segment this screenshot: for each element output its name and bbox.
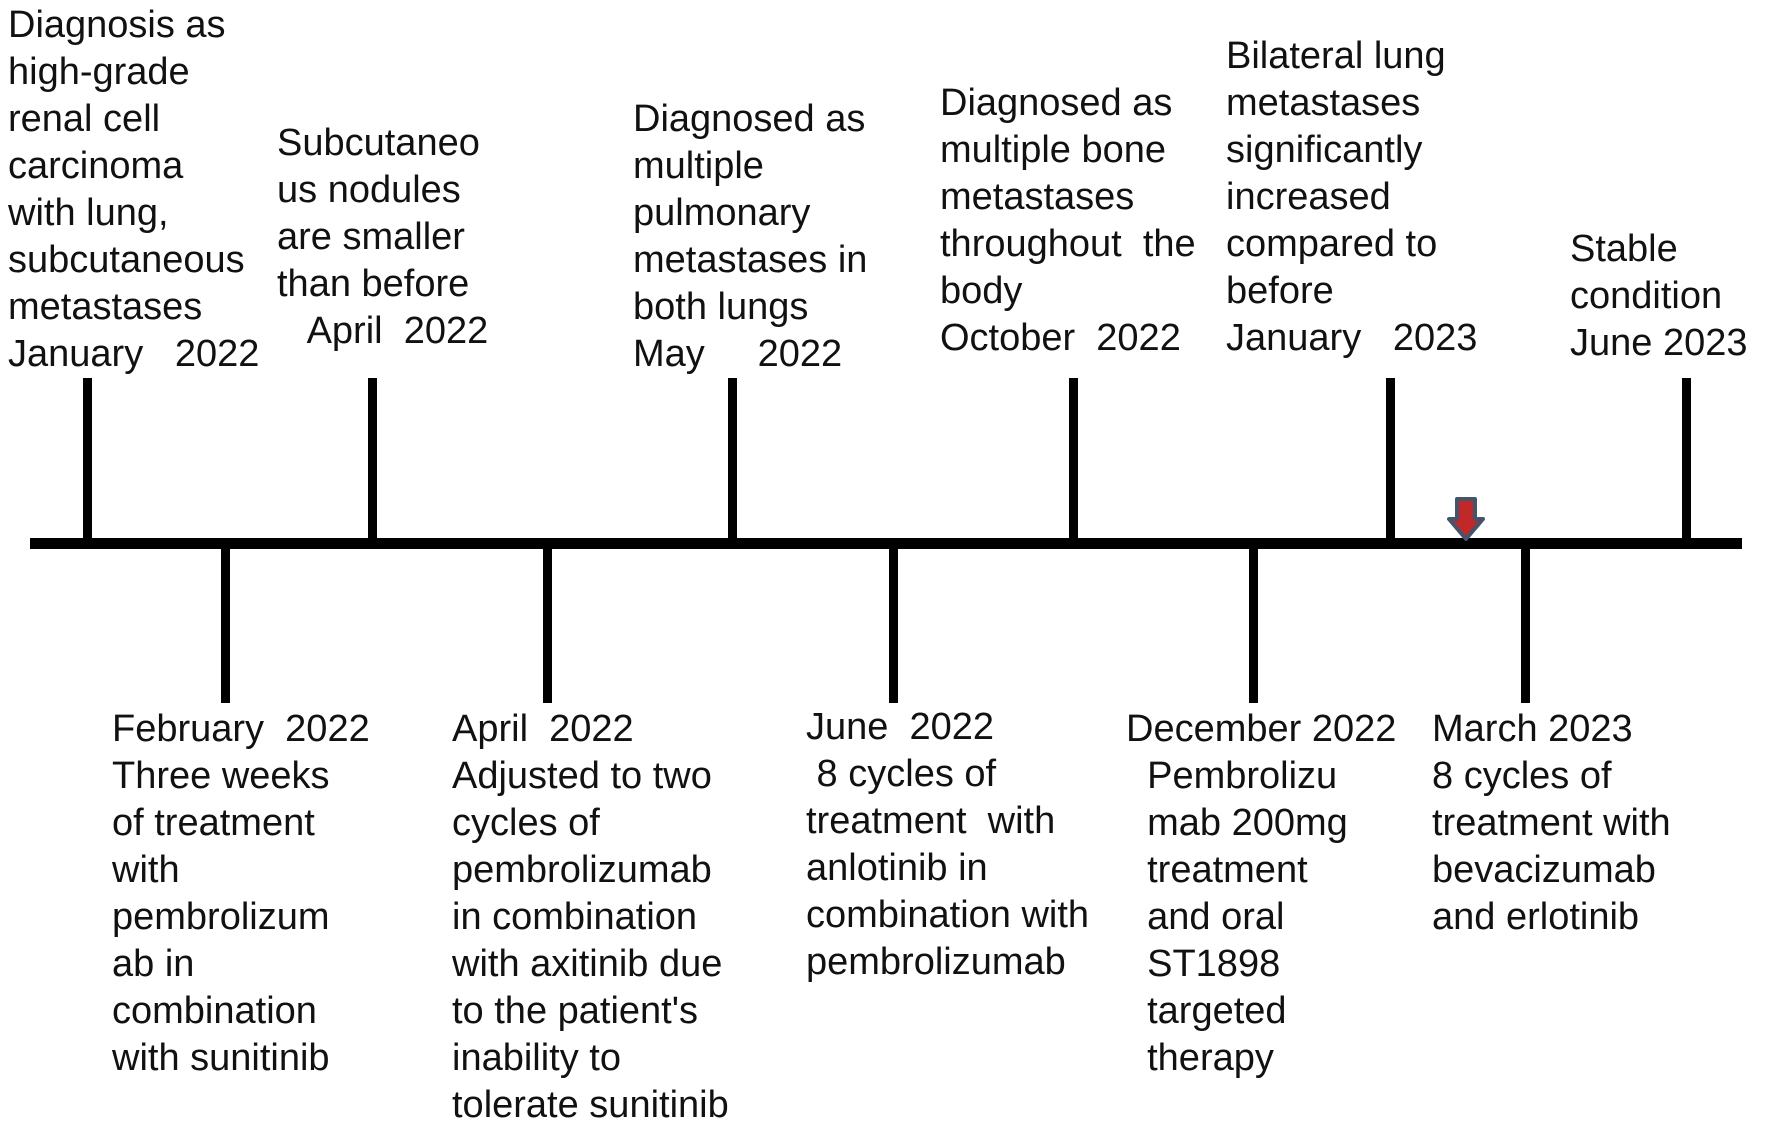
tick-apr-2022-adjusted [543,543,552,703]
event-line: treatment with [806,800,1056,842]
tick-dec-2022 [1249,543,1258,703]
event-label-jun-2022: June 2022 8 cycles of treatment with anl… [806,704,1089,986]
event-date: May 2022 [633,333,843,375]
event-line: metastases [8,286,203,328]
tick-jan-2023 [1386,378,1395,543]
tick-may-2022 [728,378,737,543]
event-line: both lungs [633,286,809,328]
event-line: us nodules [277,169,461,211]
event-label-may-2022: Diagnosed as multiple pulmonary metastas… [633,96,867,378]
event-date: December 2022 [1126,708,1397,750]
event-line: throughout the [940,223,1196,265]
event-label-apr-2022-nodules: Subcutaneo us nodules are smaller than b… [277,120,488,355]
event-line: 8 cycles of [1432,755,1612,797]
event-line: ab in [112,943,195,985]
event-line: pembrolizum [112,896,330,938]
event-label-jan-2022: Diagnosis as high-grade renal cell carci… [8,2,259,378]
event-line: significantly [1226,129,1423,171]
event-line: compared to [1226,223,1438,265]
event-date: January 2022 [8,333,260,375]
event-label-dec-2022: December 2022 Pembrolizu mab 200mg treat… [1126,706,1396,1082]
event-line: before [1226,270,1334,312]
tick-feb-2022 [221,543,230,703]
event-line: renal cell [8,98,161,140]
tick-jun-2023 [1682,378,1691,543]
event-line: and erlotinib [1432,896,1640,938]
event-date: October 2022 [940,317,1181,359]
tick-oct-2022 [1069,378,1078,543]
event-line: pembrolizumab [806,941,1066,983]
event-line: Three weeks [112,755,330,797]
event-line: cycles of [452,802,600,844]
event-line: metastases [940,176,1135,218]
timeline-axis [30,538,1742,549]
event-date: June 2022 [806,706,995,748]
tick-mar-2023 [1521,543,1530,703]
event-line: pembrolizumab [452,849,712,891]
event-line: to the patient's [452,990,698,1032]
event-line: Diagnosed as [940,82,1173,124]
event-line: ST1898 [1126,943,1281,985]
down-arrow-icon [1447,497,1485,541]
event-line: are smaller [277,216,465,258]
tick-apr-2022-nodules [368,378,377,543]
event-date: January 2023 [1226,317,1478,359]
event-line: Diagnosed as [633,98,866,140]
event-line: combination [112,990,317,1032]
event-label-feb-2022: February 2022 Three weeks of treatment w… [112,706,370,1082]
event-line: increased [1226,176,1391,218]
event-line: 8 cycles of [806,753,997,795]
event-line: mab 200mg [1126,802,1348,844]
event-line: anlotinib in [806,847,988,889]
event-date: February 2022 [112,708,370,750]
event-line: Subcutaneo [277,122,480,164]
event-line: body [940,270,1023,312]
event-line: with [112,849,180,891]
event-line: in combination [452,896,698,938]
event-line: condition [1570,275,1723,317]
event-line: subcutaneous [8,239,245,281]
event-date: April 2022 [452,708,634,750]
event-line: multiple [633,145,764,187]
event-line: metastases [1226,82,1421,124]
event-line: bevacizumab [1432,849,1656,891]
event-line: targeted [1126,990,1287,1032]
event-label-jun-2023: Stable condition June 2023 [1570,226,1748,367]
event-line: Adjusted to two [452,755,712,797]
event-line: of treatment [112,802,315,844]
event-label-apr-2022-adjusted: April 2022 Adjusted to two cycles of pem… [452,706,729,1129]
event-date: June 2023 [1570,322,1748,364]
event-line: treatment with [1432,802,1671,844]
event-date: March 2023 [1432,708,1633,750]
tick-jun-2022 [889,543,898,703]
event-line: Stable [1570,228,1678,270]
event-line: than before [277,263,470,305]
event-line: Bilateral lung [1226,35,1446,77]
event-line: pulmonary [633,192,811,234]
event-line: treatment [1126,849,1308,891]
event-line: multiple bone [940,129,1167,171]
event-label-jan-2023: Bilateral lung metastases significantly … [1226,33,1477,362]
event-line: Diagnosis as [8,4,226,46]
event-line: Pembrolizu [1126,755,1338,797]
event-line: inability to [452,1037,621,1079]
event-line: with sunitinib [112,1037,330,1079]
event-line: and oral [1126,896,1285,938]
event-line: high-grade [8,51,190,93]
event-line: combination with [806,894,1090,936]
event-label-mar-2023: March 2023 8 cycles of treatment with be… [1432,706,1671,941]
event-date: April 2022 [277,310,489,352]
event-line: carcinoma [8,145,184,187]
event-line: therapy [1126,1037,1274,1079]
event-line: with lung, [8,192,169,234]
event-label-oct-2022: Diagnosed as multiple bone metastases th… [940,80,1196,362]
event-line: tolerate sunitinib [452,1084,729,1126]
event-line: metastases in [633,239,868,281]
tick-jan-2022 [83,378,92,543]
event-line: with axitinib due [452,943,723,985]
